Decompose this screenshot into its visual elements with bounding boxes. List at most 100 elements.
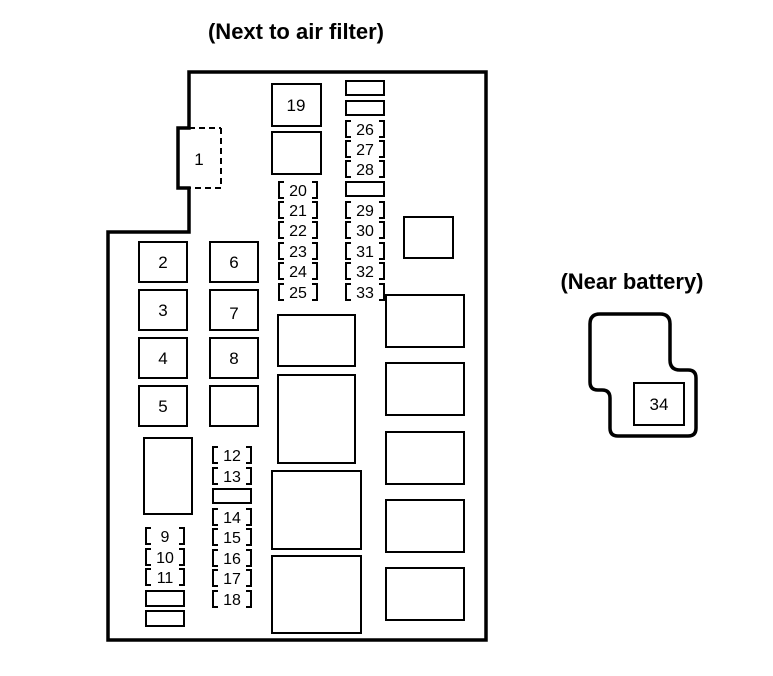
fuse-16-label: 16 (223, 551, 241, 568)
fuse-11-label: 11 (157, 570, 174, 587)
empty-slot-col2 (209, 385, 259, 427)
bracket-left (278, 221, 284, 239)
bracket-right (246, 590, 252, 608)
bracket-left (145, 568, 151, 586)
fuse-25: 25 (278, 283, 318, 302)
fuse-5-label: 5 (158, 397, 167, 416)
fuse-4-label: 4 (158, 349, 167, 368)
fuse-32: 32 (345, 262, 385, 281)
bracket-right (379, 201, 385, 219)
fuse-3-label: 3 (158, 301, 167, 320)
bracket-right (246, 467, 252, 485)
fuse-27-label: 27 (356, 142, 374, 159)
fuse-21-label: 21 (289, 203, 307, 220)
fuse-27: 27 (345, 140, 385, 159)
fuse-30-label: 30 (356, 223, 374, 240)
bracket-right (246, 549, 252, 567)
bracket-left (278, 283, 284, 301)
fuse-13-label: 13 (223, 469, 241, 486)
bracket-right (379, 221, 385, 239)
fuse-9-label: 9 (161, 529, 170, 546)
fuse-22-label: 22 (289, 223, 307, 240)
bracket-left (278, 262, 284, 280)
relay-right-4 (385, 499, 465, 553)
bracket-right (312, 221, 318, 239)
bracket-right (246, 508, 252, 526)
relay-right-2 (385, 362, 465, 416)
fuse-13: 13 (212, 467, 252, 486)
bracket-right (379, 283, 385, 301)
relay-slot-2 (277, 374, 356, 464)
bracket-right (246, 569, 252, 587)
fuse-19-label: 19 (287, 96, 306, 115)
bracket-left (345, 283, 351, 301)
fuse-23: 23 (278, 242, 318, 261)
bracket-left (212, 549, 218, 567)
empty-slot-tall (143, 437, 193, 515)
fuse-32-label: 32 (356, 264, 374, 281)
bracket-right (312, 283, 318, 301)
fuse-24: 24 (278, 262, 318, 281)
blank-mini-fuse-5 (145, 590, 185, 607)
fuse-16: 16 (212, 549, 252, 568)
bracket-left (212, 528, 218, 546)
bracket-right (312, 262, 318, 280)
relay-slot-4 (271, 555, 362, 634)
fuse-15-label: 15 (223, 530, 241, 547)
bracket-right (312, 242, 318, 260)
fuse-34-label: 34 (650, 395, 669, 414)
main-fuse-block-outline (106, 70, 488, 642)
fuse-20: 20 (278, 181, 318, 200)
bracket-left (345, 262, 351, 280)
fuse-28: 28 (345, 160, 385, 179)
relay-right-1 (385, 294, 465, 348)
fuse-18-label: 18 (223, 592, 241, 609)
fuse-33: 33 (345, 283, 385, 302)
bracket-right (379, 140, 385, 158)
blank-mini-fuse-3 (345, 181, 385, 197)
bracket-left (345, 160, 351, 178)
fuse-17: 17 (212, 569, 252, 588)
bracket-left (212, 590, 218, 608)
relay-slot-1 (277, 314, 356, 367)
bracket-left (212, 446, 218, 464)
fuse-33-label: 33 (356, 285, 374, 302)
bracket-right (379, 242, 385, 260)
fuse-10-label: 10 (156, 550, 174, 567)
bracket-left (278, 201, 284, 219)
bracket-right (246, 446, 252, 464)
bracket-right (179, 527, 185, 545)
fuse-8: 8 (209, 337, 259, 379)
bracket-left (345, 120, 351, 138)
empty-slot-below-19 (271, 131, 322, 175)
fuse-31-label: 31 (356, 244, 374, 261)
air-filter-heading: (Next to air filter) (208, 19, 384, 44)
fuse-29-label: 29 (356, 203, 374, 220)
fuse-1: 1 (189, 127, 222, 189)
mini-fuse-group: 2021222324252627282930313233121314151617… (145, 120, 385, 609)
fuse-20-label: 20 (289, 183, 307, 200)
bracket-right (379, 262, 385, 280)
fuse-28-label: 28 (356, 162, 374, 179)
fuse-2-label: 2 (158, 253, 167, 272)
fuse-34: 34 (633, 382, 685, 426)
fuse-1-label: 1 (194, 150, 203, 169)
fuse-7: 7 (209, 289, 259, 331)
bracket-left (278, 181, 284, 199)
bracket-right (179, 568, 185, 586)
fuse-5: 5 (138, 385, 188, 427)
blank-mini-fuse-6 (145, 610, 185, 627)
fuse-19: 19 (271, 83, 322, 127)
fuse-4: 4 (138, 337, 188, 379)
battery-fuse-block-outline (588, 312, 698, 438)
bracket-right (312, 181, 318, 199)
fuse-14: 14 (212, 508, 252, 527)
fuse-7-label: 7 (229, 304, 238, 323)
fuse-29: 29 (345, 201, 385, 220)
relay-right-3 (385, 431, 465, 485)
bracket-right (379, 120, 385, 138)
fuse-8-label: 8 (229, 349, 238, 368)
bracket-left (345, 242, 351, 260)
fuse-12-label: 12 (223, 448, 241, 465)
